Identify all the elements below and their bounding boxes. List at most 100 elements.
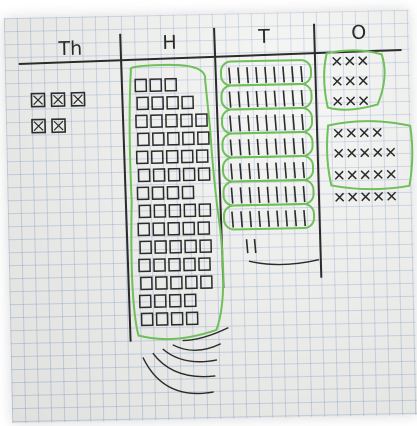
one-cross	[374, 170, 382, 178]
hundred-square	[150, 79, 161, 91]
one-cross	[387, 170, 395, 178]
hundred-square	[154, 169, 165, 181]
one-cross	[388, 192, 396, 200]
hundred-square	[197, 150, 208, 162]
hundred-square	[154, 205, 165, 217]
hundred-square	[142, 313, 153, 325]
one-cross	[346, 77, 354, 85]
ten-stick	[275, 115, 276, 131]
one-cross	[334, 97, 342, 105]
regroup-arrow	[173, 344, 221, 351]
hundred-square	[183, 222, 194, 234]
hundred-square	[155, 241, 166, 253]
header-hundreds: H	[162, 32, 177, 54]
ten-stick	[294, 186, 295, 202]
ten-stick	[232, 212, 233, 228]
hundred-square	[185, 240, 196, 252]
hundred-square	[167, 187, 178, 199]
ones-loop-top	[324, 50, 386, 110]
ten-stick	[293, 114, 294, 130]
hundred-square	[141, 277, 152, 289]
hundred-square	[184, 168, 195, 180]
ten-stick	[246, 239, 247, 253]
hundred-square	[185, 294, 196, 306]
hundred-square	[181, 114, 192, 126]
hundreds-squares	[135, 78, 213, 325]
ten-stick	[240, 187, 241, 203]
hundred-square	[198, 132, 209, 144]
one-cross	[346, 57, 354, 65]
regroup-arrow	[153, 352, 215, 378]
ten-stick	[285, 162, 286, 178]
ten-stick	[276, 187, 277, 203]
grouping-loops	[127, 49, 416, 340]
hundred-square	[182, 150, 193, 162]
hundred-square	[139, 169, 150, 181]
ones-loop-bottom	[326, 120, 413, 190]
hundred-square	[168, 133, 179, 145]
one-cross	[348, 149, 356, 157]
one-cross	[359, 57, 367, 65]
ten-stick	[274, 67, 275, 83]
thousand-block-cross	[34, 121, 43, 130]
hundred-square	[152, 151, 163, 163]
ten-stick	[249, 187, 250, 203]
ten-stick	[266, 139, 267, 155]
ten-stick	[259, 211, 260, 227]
ten-stick	[247, 67, 248, 83]
ten-stick	[292, 66, 293, 82]
hundred-square	[152, 97, 163, 109]
hundred-square	[136, 115, 147, 127]
one-cross	[348, 171, 356, 179]
one-cross	[349, 193, 357, 201]
one-cross	[360, 129, 368, 137]
hundred-square	[169, 205, 180, 217]
hundred-square	[135, 79, 146, 91]
ten-stick	[265, 67, 266, 83]
regroup-arrow	[249, 260, 319, 265]
ten-stick	[267, 187, 268, 203]
hundred-square	[138, 223, 149, 235]
hundred-square	[153, 223, 164, 235]
ten-stick	[267, 163, 268, 179]
ten-stick	[247, 91, 248, 107]
ten-stick	[238, 67, 239, 83]
hundred-square	[198, 168, 209, 180]
hundred-square	[167, 97, 178, 109]
thousand-block-cross	[54, 121, 63, 130]
ten-stick	[238, 91, 239, 107]
hundred-square	[199, 204, 210, 216]
one-cross	[335, 171, 343, 179]
header-ones: O	[351, 22, 366, 44]
one-cross	[374, 148, 382, 156]
hundred-square	[200, 240, 211, 252]
hundred-square	[153, 133, 164, 145]
one-cross	[375, 192, 383, 200]
ten-stick	[240, 163, 241, 179]
ten-stick	[301, 90, 302, 106]
header-thousands: Th	[57, 38, 82, 61]
ten-stick	[239, 139, 240, 155]
hundred-square	[172, 313, 183, 325]
hundred-square	[198, 222, 209, 234]
ten-stick	[256, 91, 257, 107]
ten-stick	[248, 115, 249, 131]
hundred-square	[138, 133, 149, 145]
hundred-square	[170, 295, 181, 307]
one-cross	[333, 57, 341, 65]
hundred-square	[165, 79, 176, 91]
ten-stick	[292, 90, 293, 106]
hundred-square	[137, 187, 148, 199]
divider-th-h	[120, 34, 130, 342]
ten-stick	[304, 210, 305, 226]
hundred-square	[170, 241, 181, 253]
thousand-block-cross	[53, 95, 62, 104]
ten-stick	[293, 138, 294, 154]
ten-stick	[302, 114, 303, 130]
ten-stick	[258, 187, 259, 203]
ten-stick	[286, 210, 287, 226]
ten-stick	[231, 188, 232, 204]
ten-stick	[230, 140, 231, 156]
ten-stick	[268, 211, 269, 227]
